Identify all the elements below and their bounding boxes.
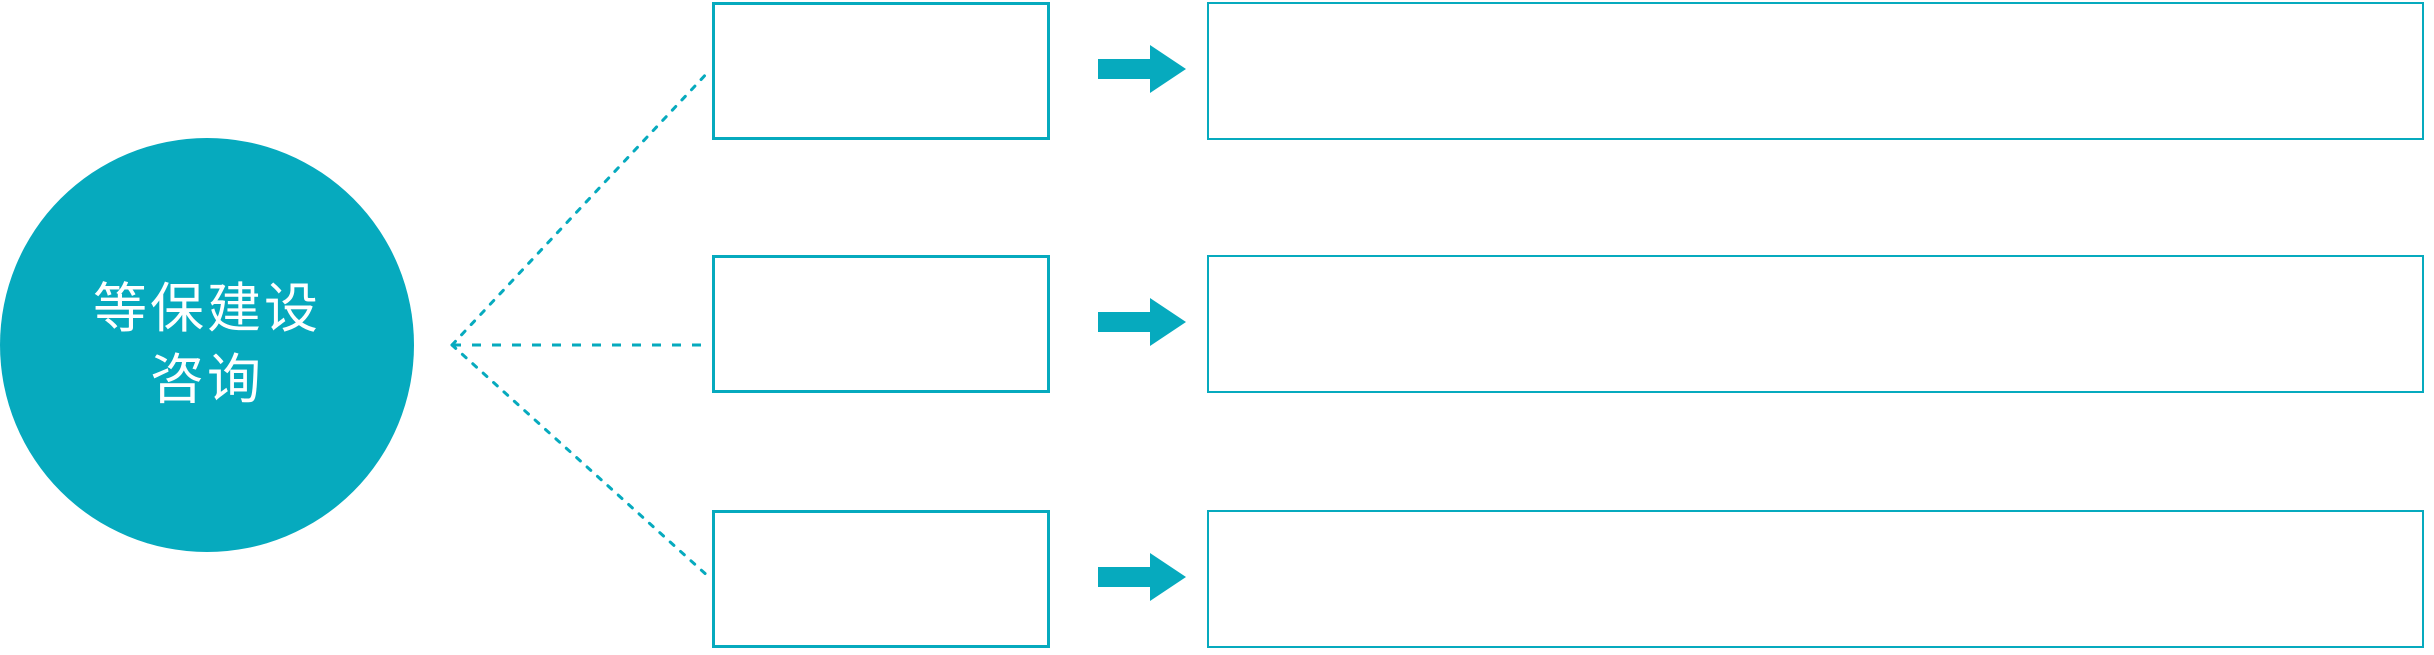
branch-label-box-2[interactable]	[712, 255, 1050, 393]
branch-row-1	[0, 2, 2434, 140]
branch-detail-box-1[interactable]	[1207, 2, 2424, 140]
right-arrow-icon	[1098, 45, 1186, 93]
branch-detail-box-3[interactable]	[1207, 510, 2424, 648]
right-arrow-icon	[1098, 298, 1186, 346]
hub-label-line-2: 咨询	[150, 350, 264, 410]
branch-row-2	[0, 255, 2434, 393]
hub-label-line-1: 等保建设	[93, 278, 321, 339]
hub-node[interactable]: 等保建设 咨询	[0, 138, 414, 552]
branch-label-box-3[interactable]	[712, 510, 1050, 648]
right-arrow-icon	[1098, 553, 1186, 601]
branch-row-3	[0, 510, 2434, 648]
branch-detail-box-2[interactable]	[1207, 255, 2424, 393]
branch-label-box-1[interactable]	[712, 2, 1050, 140]
